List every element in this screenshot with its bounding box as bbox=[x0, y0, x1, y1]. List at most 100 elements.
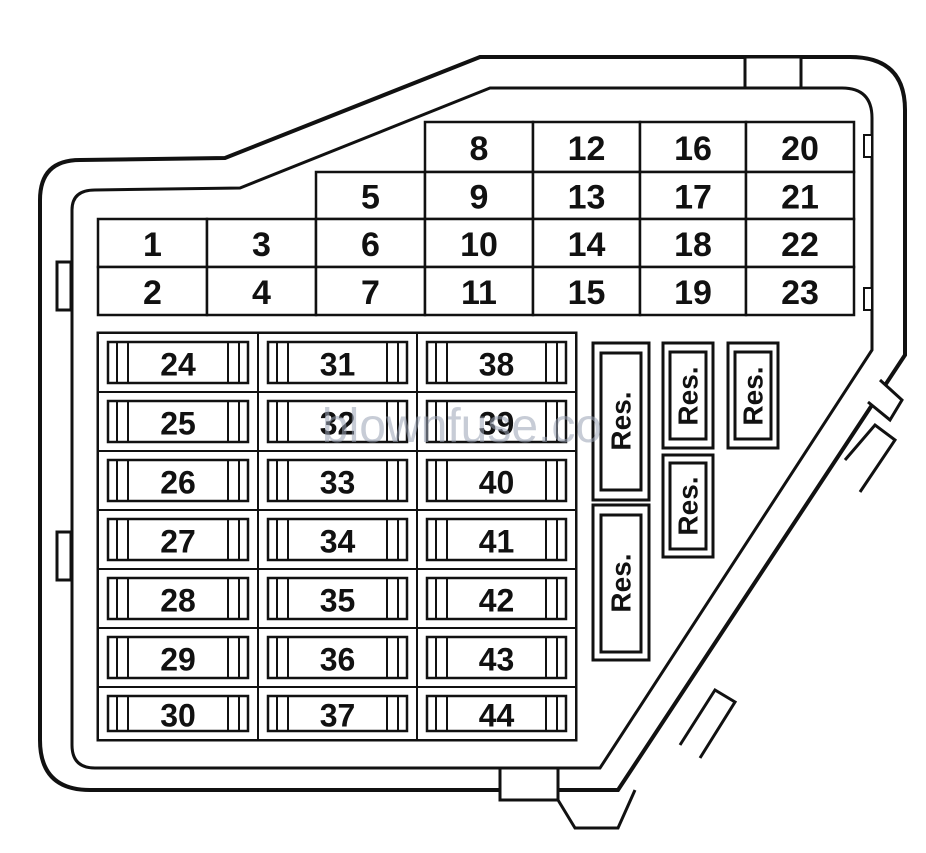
top-fuse-cell-6 bbox=[314, 217, 427, 269]
top-fuse-cell-8 bbox=[423, 120, 535, 174]
fuse-number-36: 36 bbox=[320, 642, 356, 678]
fuse-body-30 bbox=[106, 694, 250, 733]
fuse-number-29: 29 bbox=[160, 642, 196, 678]
reserve-label-1: Res. bbox=[606, 391, 637, 450]
top-fuse-cell-9 bbox=[423, 170, 535, 221]
diagonal-clip-1 bbox=[867, 378, 904, 423]
reserve-label-5: Res. bbox=[738, 366, 769, 425]
fuse-number-34: 34 bbox=[320, 524, 356, 560]
top-fuse-cell-21 bbox=[744, 170, 856, 221]
fuse-body-36 bbox=[266, 635, 409, 680]
top-fuse-number-12: 12 bbox=[568, 130, 606, 168]
diagonal-clip-2 bbox=[843, 422, 898, 493]
top-fuse-number-13: 13 bbox=[568, 179, 606, 217]
top-fuse-cell-3 bbox=[205, 217, 318, 269]
reserve-slot-4: Res. bbox=[661, 453, 715, 559]
top-fuse-cell-1 bbox=[96, 217, 209, 269]
top-fuse-number-21: 21 bbox=[781, 179, 819, 217]
top-fuse-number-3: 3 bbox=[252, 226, 271, 264]
housing-outer bbox=[38, 55, 907, 792]
fuse-number-42: 42 bbox=[479, 583, 515, 619]
fuse-number-41: 41 bbox=[479, 524, 515, 560]
fuse-body-29 bbox=[106, 635, 250, 680]
fuse-number-24: 24 bbox=[160, 347, 196, 383]
fuse-body-43 bbox=[425, 635, 568, 680]
housing-top-notch bbox=[743, 55, 803, 90]
fuse-body-35 bbox=[266, 576, 409, 621]
left-clip-top bbox=[55, 260, 73, 312]
left-clip-bottom bbox=[55, 530, 73, 582]
fuse-body-40 bbox=[425, 458, 568, 503]
top-fuse-cell-4 bbox=[205, 265, 318, 317]
fuse-body-31 bbox=[266, 340, 409, 385]
diagonal-clip-3 bbox=[678, 687, 738, 759]
top-fuse-number-9: 9 bbox=[470, 179, 489, 217]
top-fuse-number-20: 20 bbox=[781, 130, 819, 168]
fuse-number-33: 33 bbox=[320, 465, 356, 501]
top-fuse-cell-7 bbox=[314, 265, 427, 317]
fuse-number-38: 38 bbox=[479, 347, 515, 383]
watermark: blownfuse.co bbox=[322, 400, 602, 453]
fuse-number-39: 39 bbox=[479, 406, 515, 442]
fuse-number-25: 25 bbox=[160, 406, 196, 442]
fuse-number-30: 30 bbox=[160, 698, 196, 734]
right-clip-top bbox=[863, 134, 873, 158]
fuse-body-41 bbox=[425, 517, 568, 562]
top-fuse-number-18: 18 bbox=[674, 226, 712, 264]
housing-bottom-tab bbox=[498, 766, 560, 802]
fuse-number-31: 31 bbox=[320, 347, 356, 383]
fuse-body-37 bbox=[266, 694, 409, 733]
top-fuse-cell-19 bbox=[638, 265, 748, 317]
top-fuse-number-14: 14 bbox=[568, 226, 606, 264]
fuse-rows: 24 25 26 27 28 29 30 31 32 33 34 35 36 37 38 39 40 41 42 43… bbox=[97, 332, 577, 741]
top-fuse-number-8: 8 bbox=[470, 130, 489, 168]
fuse-number-37: 37 bbox=[320, 698, 356, 734]
top-fuse-number-5: 5 bbox=[361, 179, 380, 217]
fuse-body-32 bbox=[266, 399, 409, 444]
fuse-body-28 bbox=[106, 576, 250, 621]
top-fuse-number-16: 16 bbox=[674, 130, 712, 168]
fuse-body-39 bbox=[425, 399, 568, 444]
fuse-number-28: 28 bbox=[160, 583, 196, 619]
top-fuse-cell-15 bbox=[531, 265, 642, 317]
fuse-number-43: 43 bbox=[479, 642, 515, 678]
fuse-number-26: 26 bbox=[160, 465, 196, 501]
fuse-number-44: 44 bbox=[479, 698, 515, 734]
fuse-number-35: 35 bbox=[320, 583, 356, 619]
reserve-label-2: Res. bbox=[606, 553, 637, 612]
top-fuse-number-10: 10 bbox=[460, 226, 498, 264]
fuse-body-44 bbox=[425, 694, 568, 733]
fuse-body-34 bbox=[266, 517, 409, 562]
top-fuse-number-1: 1 bbox=[143, 226, 162, 264]
housing-bottom-flange bbox=[556, 789, 637, 830]
top-fuse-cell-22 bbox=[744, 217, 856, 269]
fuse-body-27 bbox=[106, 517, 250, 562]
housing-inner bbox=[70, 86, 874, 770]
fuse-body-38 bbox=[425, 340, 568, 385]
top-fuse-number-2: 2 bbox=[143, 274, 162, 312]
top-fuse-cell-23 bbox=[744, 265, 856, 317]
top-fuse-number-7: 7 bbox=[361, 274, 380, 312]
top-fuse-number-23: 23 bbox=[781, 274, 819, 312]
top-fuse-cell-16 bbox=[638, 120, 748, 174]
fuse-body-33 bbox=[266, 458, 409, 503]
fuse-number-40: 40 bbox=[479, 465, 515, 501]
reserve-label-4: Res. bbox=[673, 476, 704, 535]
reserve-slot-5: Res. bbox=[726, 341, 780, 450]
fuse-number-27: 27 bbox=[160, 524, 196, 560]
fuse-number-32: 32 bbox=[320, 406, 356, 442]
reserve-slot-1: Res. bbox=[591, 341, 651, 502]
reserve-label-3: Res. bbox=[673, 366, 704, 425]
top-fuse-number-15: 15 bbox=[568, 274, 606, 312]
fuse-body-26 bbox=[106, 458, 250, 503]
top-fuse-number-22: 22 bbox=[781, 226, 819, 264]
top-fuse-number-4: 4 bbox=[252, 274, 271, 312]
right-clip-bottom bbox=[863, 287, 873, 311]
reserve-slot-3: Res. bbox=[661, 341, 715, 450]
fuse-body-25 bbox=[106, 399, 250, 444]
top-fuse-number-11: 11 bbox=[461, 274, 497, 312]
fuse-body-42 bbox=[425, 576, 568, 621]
top-fuse-number-6: 6 bbox=[361, 226, 380, 264]
